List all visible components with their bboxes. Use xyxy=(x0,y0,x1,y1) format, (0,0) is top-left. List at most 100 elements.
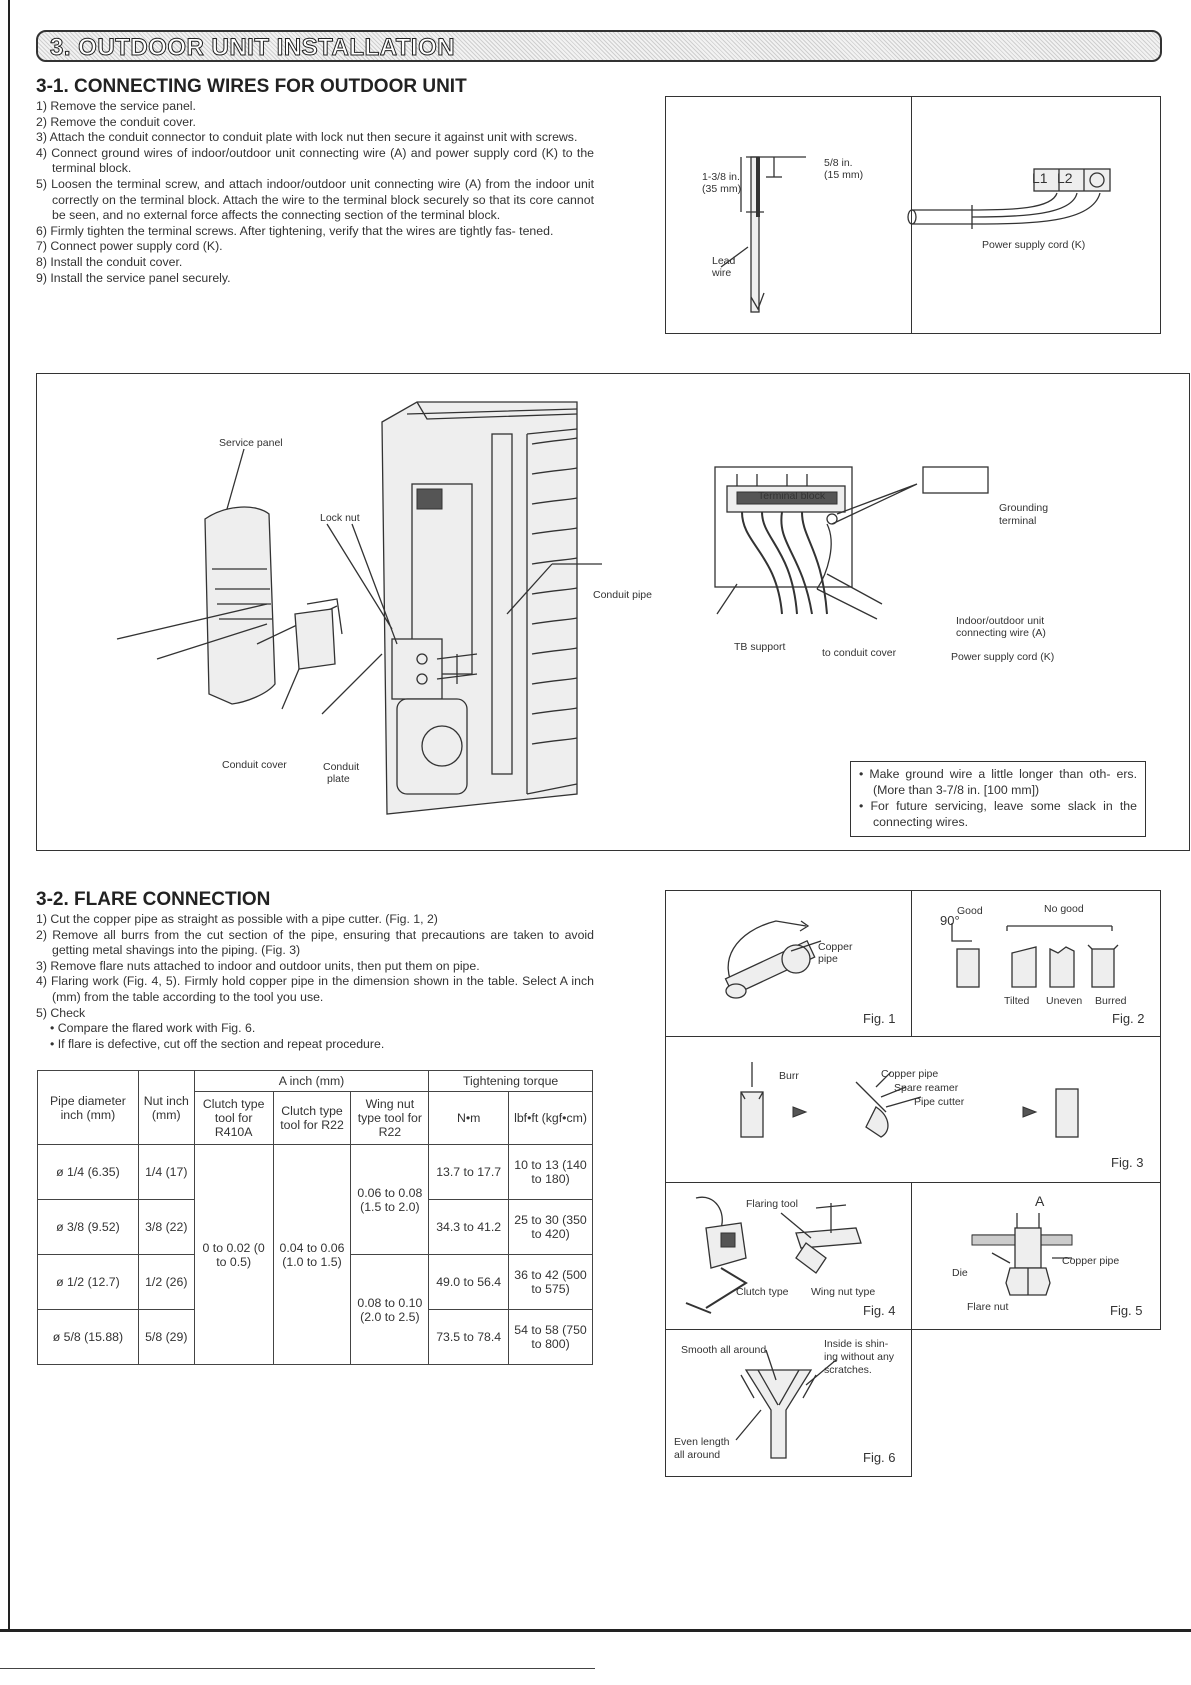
nut-cell: 1/2 (26) xyxy=(137,1254,195,1310)
flaring-tool-drawing xyxy=(685,1196,862,1314)
copper-pipe-label: pipe xyxy=(818,953,838,965)
clutch-r410a-cell: 0 to 0.02 (0 to 0.5) xyxy=(193,1144,274,1365)
spare-reamer-label: Spare reamer xyxy=(894,1082,959,1094)
good-label: Good xyxy=(957,905,983,917)
fig-4-panel: Flaring tool Clutch type Wing nut type F… xyxy=(665,1182,912,1330)
outdoor-unit-diagram: Service panel Lock nut Conduit pipe Cond… xyxy=(36,373,1190,851)
inside-label: ing without any xyxy=(824,1351,895,1363)
table-row: ø 1/2 (12.7) 1/2 (26) 0.08 to 0.10 (2.0 … xyxy=(37,1254,593,1365)
list-item: 5) Check xyxy=(36,1005,86,1020)
list-item: 5) Loosen the terminal screw, and attach… xyxy=(36,176,594,223)
page-title: 3. OUTDOOR UNIT INSTALLATION xyxy=(49,34,456,62)
clutch-r22-cell: 0.04 to 0.06 (1.0 to 1.5) xyxy=(272,1144,352,1365)
smooth-label: Smooth all around xyxy=(681,1344,767,1356)
power-cord-label: Power supply cord (K) xyxy=(951,651,1055,663)
list-item: • If flare is defective, cut off the sec… xyxy=(50,1036,385,1051)
to-conduit-label: to conduit cover xyxy=(822,647,897,659)
list-item: 4) Connect ground wires of indoor/outdoo… xyxy=(36,145,594,176)
fig-5-label: Fig. 5 xyxy=(1110,1303,1143,1318)
flare-check-drawing xyxy=(735,1349,837,1459)
nut-cell: 3/8 (22) xyxy=(137,1199,195,1255)
list-item: 7) Connect power supply cord (K). xyxy=(36,239,223,254)
angle-label: 90° xyxy=(940,913,960,928)
lead-wire-drawing xyxy=(720,156,806,313)
lbf-cell: 25 to 30 (350 to 420) xyxy=(508,1199,593,1255)
nm-cell: 13.7 to 17.7 xyxy=(428,1144,510,1200)
fig-4-label: Fig. 4 xyxy=(863,1303,896,1318)
tilted-label: Tilted xyxy=(1004,995,1030,1007)
section-title-banner: 3. OUTDOOR UNIT INSTALLATION xyxy=(36,30,1162,62)
header-clutch-r22: Clutch type tool for R22 xyxy=(272,1091,352,1145)
header-lbf: lbf•ft (kgf•cm) xyxy=(508,1091,593,1145)
copper-pipe-label: Copper pipe xyxy=(1062,1255,1120,1267)
service-panel-label: Service panel xyxy=(219,437,283,449)
fig-6-panel: Smooth all around Inside is shin- ing wi… xyxy=(665,1329,912,1477)
burred-label: Burred xyxy=(1095,995,1127,1007)
dim-label: 1-3/8 in. xyxy=(702,171,740,183)
fig-3-label: Fig. 3 xyxy=(1111,1155,1144,1170)
header-nut: Nut inch (mm) xyxy=(137,1070,195,1145)
table-row: ø 5/8 (15.88) 5/8 (29) 73.5 to 78.4 54 t… xyxy=(37,1309,593,1365)
wing-r22-cell: 0.06 to 0.08 (1.5 to 2.0) xyxy=(350,1144,430,1255)
flaring-tool-label: Flaring tool xyxy=(746,1198,798,1210)
deburring-drawing xyxy=(740,1062,1079,1138)
fig-1-panel: Copper pipe Fig. 1 xyxy=(665,890,912,1037)
fig-5-panel: A Die Copper pipe Flare nut Fig. 5 xyxy=(911,1182,1161,1330)
copper-pipe-label: Copper pipe xyxy=(881,1068,939,1080)
footer-line xyxy=(0,1668,595,1669)
conduit-cover-label: Conduit cover xyxy=(222,759,287,771)
note-box: • Make ground wire a little longer than … xyxy=(850,761,1146,837)
flare-nut-label: Flare nut xyxy=(967,1301,1009,1313)
header-wing-r22: Wing nut type tool for R22 xyxy=(350,1091,430,1145)
lock-nut-label: Lock nut xyxy=(320,512,360,524)
list-item: 1) Cut the copper pipe as straight as po… xyxy=(36,912,438,926)
grounding-terminal-label: Grounding xyxy=(999,502,1049,514)
dim-label: (35 mm) xyxy=(702,183,742,195)
bottom-rule xyxy=(0,1629,1191,1632)
even-length-label: all around xyxy=(674,1449,721,1461)
indoor-wire-label: connecting wire (A) xyxy=(956,627,1046,639)
wires-steps-list: 1) Remove the service panel. 2) Remove t… xyxy=(36,99,594,286)
dim-label: (15 mm) xyxy=(824,169,864,181)
flare-die-drawing xyxy=(971,1213,1073,1296)
terminal-l2: L2 xyxy=(1057,170,1073,186)
note-item: • Make ground wire a little longer than … xyxy=(859,767,1137,797)
pipe-cutter-drawing xyxy=(724,920,822,999)
list-item: 3) Remove flare nuts attached to indoor … xyxy=(36,958,480,973)
nm-cell: 49.0 to 56.4 xyxy=(428,1254,510,1310)
even-length-label: Even length xyxy=(674,1436,730,1448)
pipe-cutter-label: Pipe cutter xyxy=(914,1096,965,1108)
header-nm: N•m xyxy=(428,1091,510,1145)
copper-pipe-label: Copper xyxy=(818,941,853,953)
die-label: Die xyxy=(952,1267,968,1279)
uneven-label: Uneven xyxy=(1046,995,1083,1007)
dim-label: 5/8 in. xyxy=(824,157,853,169)
list-item: 2) Remove all burrs from the cut section… xyxy=(36,927,594,958)
fig-2-label: Fig. 2 xyxy=(1112,1011,1145,1026)
list-item: 9) Install the service panel securely. xyxy=(36,270,231,285)
list-item: 6) Firmly tighten the terminal screws. A… xyxy=(36,223,554,238)
lbf-cell: 54 to 58 (750 to 800) xyxy=(508,1309,593,1365)
no-good-label: No good xyxy=(1044,903,1084,915)
list-item: • Compare the flared work with Fig. 6. xyxy=(50,1021,256,1036)
section-heading-wires: 3-1. CONNECTING WIRES FOR OUTDOOR UNIT xyxy=(36,76,467,97)
nm-cell: 73.5 to 78.4 xyxy=(428,1309,510,1365)
pipe-cell: ø 1/2 (12.7) xyxy=(37,1254,139,1310)
header-pipe-diameter: Pipe diameter inch (mm) xyxy=(37,1070,139,1145)
lead-wire-label: Lead xyxy=(712,255,736,267)
flare-dimension-table: Pipe diameter inch (mm) Nut inch (mm) A … xyxy=(37,1070,593,1365)
inside-label: Inside is shin- xyxy=(824,1338,889,1350)
conduit-plate-label: Conduit xyxy=(323,761,360,773)
pipe-cell: ø 5/8 (15.88) xyxy=(37,1309,139,1365)
outdoor-unit-drawing xyxy=(116,401,989,815)
list-item: 8) Install the conduit cover. xyxy=(36,254,183,269)
table-row: ø 3/8 (9.52) 3/8 (22) 34.3 to 41.2 25 to… xyxy=(37,1199,593,1255)
lbf-cell: 10 to 13 (140 to 180) xyxy=(508,1144,593,1200)
conduit-plate-label: plate xyxy=(327,773,350,785)
grounding-terminal-label: terminal xyxy=(999,515,1037,527)
fig-1-label: Fig. 1 xyxy=(863,1011,896,1026)
header-tightening-torque: Tightening torque xyxy=(428,1070,593,1092)
pipe-cell: ø 3/8 (9.52) xyxy=(37,1199,139,1255)
fig-2-panel: Good No good 90° Tilted Uneven Burred Fi… xyxy=(911,890,1161,1037)
power-supply-figure: L1 L2 Power supply cord (K) xyxy=(907,96,1161,334)
